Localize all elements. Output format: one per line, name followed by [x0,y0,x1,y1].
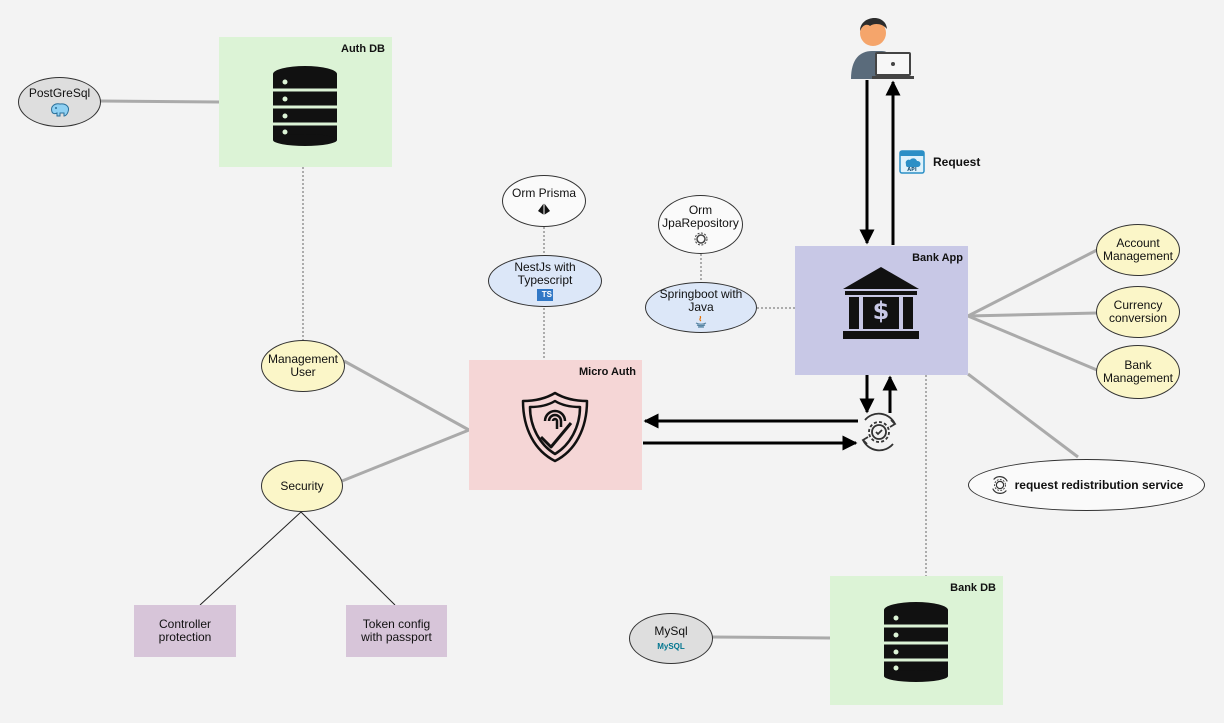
orm-prisma-oval: Orm Prisma [502,175,586,227]
orm-prisma-label: Orm Prisma [512,185,576,200]
token-config-line2: with passport [361,630,432,644]
bank-management-line1: Bank [1124,358,1152,372]
springboot-line1: Springboot with [659,286,743,301]
elephant-icon [50,102,69,117]
connectors-dotted [302,167,927,576]
request-redistribution-label: request redistribution service [1014,477,1184,492]
bank-management-oval: Bank Management [1096,345,1180,399]
account-management-oval: Account Management [1096,224,1180,276]
account-management-line1: Account [1116,236,1160,250]
bank-management-line2: Management [1102,371,1174,385]
management-user-line2: User [290,365,316,379]
mysql-label: MySql [654,623,688,638]
api-badge-text: API [907,167,917,173]
token-config-line1: Token config [362,617,431,631]
mysql-icon: MySQL [657,641,685,651]
api-icon: API [899,150,925,174]
svg-text:$: $ [873,297,890,325]
springboot-oval: Springboot with Java [645,282,757,333]
connectors-solid [99,99,1098,640]
arrows [643,80,901,451]
orm-jpa-line1: Orm [688,202,713,217]
security-label: Security [280,478,324,493]
nestjs-oval: NestJs with Typescript TS [488,255,602,307]
nestjs-line2: Typescript [517,273,573,287]
bank-app-title: Bank App [912,252,963,264]
springboot-line2: Java [688,299,714,314]
gear-icon [694,232,707,245]
request-redistribution-oval: request redistribution service [968,459,1205,511]
request-label: Request [933,155,980,169]
database-icon [273,66,337,146]
management-user-oval: Management User [261,340,345,392]
account-management-line2: Management [1102,249,1174,263]
postgresql-oval: PostGreSql [18,77,101,127]
mysql-oval: MySql MySQL [629,613,713,664]
database-icon [884,602,948,682]
controller-protection-line2: protection [158,630,212,644]
typescript-icon: TS [537,289,553,301]
auth-db-title: Auth DB [341,43,385,55]
security-oval: Security [261,460,343,512]
connectors-thin [199,511,396,606]
bank-icon: $ [843,267,919,339]
micro-auth-box [469,360,642,490]
micro-auth-title: Micro Auth [579,366,636,378]
controller-protection-line1: Controller [158,617,212,631]
currency-conversion-line2: conversion [1108,311,1168,325]
currency-conversion-oval: Currency conversion [1096,286,1180,338]
user-laptop-icon [851,17,914,79]
java-icon [695,315,707,328]
prisma-icon [538,202,550,215]
token-config-box: Token config with passport [346,605,447,657]
nestjs-line1: NestJs with [514,260,576,274]
controller-protection-box: Controller protection [134,605,236,657]
orm-jpa-oval: Orm JpaRepository [658,195,743,254]
management-user-line1: Management [267,352,339,366]
orm-jpa-line2: JpaRepository [662,215,739,230]
shield-fingerprint-icon [521,391,589,463]
postgresql-label: PostGreSql [28,85,91,100]
bank-db-title: Bank DB [950,582,996,594]
currency-conversion-line1: Currency [1113,298,1163,312]
gear-sync-icon [991,476,1008,494]
gear-sync-icon [861,412,897,452]
